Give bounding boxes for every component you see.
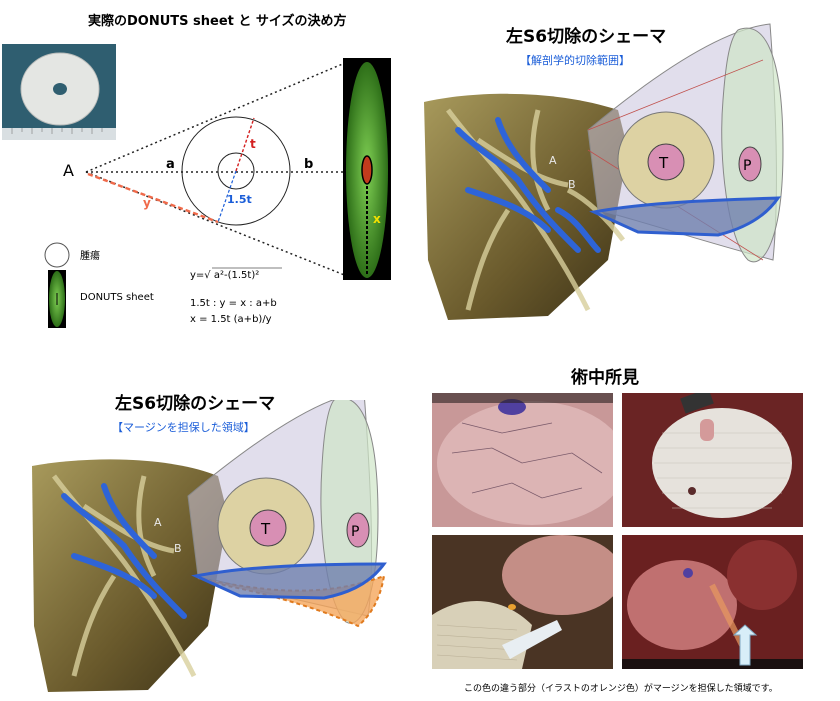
p-core — [738, 146, 762, 182]
diagram-title: 実際のDONUTS sheet と サイズの決め方 — [88, 14, 347, 29]
resection-plane — [589, 196, 781, 237]
blue-vessels — [455, 117, 601, 253]
surgery-photo-2 — [622, 393, 803, 527]
upper-ray — [85, 59, 353, 173]
label-15t: 1.5t — [227, 193, 252, 206]
label-T-bottom: T — [260, 520, 271, 538]
donut-size-diagram: A a b t 1.5t y x 腫瘍 DONUTS sheet y=√ a²-… — [44, 58, 391, 328]
schema-bottom-subtitle: 【マージンを担保した領域】 — [112, 421, 255, 434]
findings-caption: この色の違う部分（イラストのオレンジ色）がマージンを担保した領域です。 — [464, 684, 778, 694]
label-A-bottom: A — [154, 516, 162, 529]
surgery-photo-1-drawing — [432, 393, 613, 527]
surgery-photo-3-drawing — [432, 535, 613, 669]
blue-vessels-bottom — [61, 483, 187, 619]
findings-title: 術中所見 — [571, 368, 639, 388]
schema-bottom-title: 左S6切除のシェーマ — [115, 394, 276, 414]
formula-y: y=√ a²-(1.5t)² — [190, 270, 259, 281]
tumor-core — [647, 143, 685, 181]
donuts-sheet-photo — [2, 44, 116, 140]
schema-top-title: 左S6切除のシェーマ — [506, 27, 667, 47]
sheet-hole — [361, 155, 373, 185]
tumor-core-bottom — [249, 509, 287, 547]
arrow-up-icon — [732, 624, 758, 666]
label-A-top: A — [549, 154, 557, 167]
surgery-photo-2-drawing — [622, 393, 803, 527]
tumor-circle — [217, 152, 255, 190]
radius-15t-line — [217, 170, 237, 223]
p-core-bottom — [346, 512, 370, 548]
label-B-top: B — [568, 178, 576, 191]
resection-plane-bottom — [191, 562, 387, 600]
label-x: x — [373, 212, 381, 226]
surgery-photo-1 — [432, 393, 613, 527]
formula-x: x = 1.5t (a+b)/y — [190, 314, 272, 325]
schema-top-illustration: T P A B — [424, 23, 784, 320]
legend-tumor-label: 腫瘍 — [80, 249, 100, 262]
schema-top-subtitle: 【解剖学的切除範囲】 — [520, 54, 630, 67]
label-P: P — [743, 158, 751, 174]
y-line — [87, 172, 219, 224]
label-b: b — [304, 157, 313, 172]
donuts-sheet-photo-drawing — [2, 44, 116, 140]
label-a-point: A — [63, 161, 74, 180]
t-radius-line — [235, 117, 255, 172]
label-T: T — [658, 154, 669, 172]
label-B-bottom: B — [174, 542, 182, 555]
label-a: a — [166, 157, 175, 172]
schema-bottom-illustration: T P A B — [32, 400, 387, 692]
cone-line-top — [587, 59, 764, 131]
formula-ratio: 1.5t : y = x : a+b — [190, 298, 277, 309]
label-t: t — [250, 137, 256, 151]
surgery-photo-4-drawing — [622, 535, 803, 669]
label-P-bottom: P — [351, 524, 359, 540]
outer-circle — [181, 116, 291, 226]
surgery-photo-4 — [622, 535, 803, 669]
label-y: y — [143, 196, 151, 210]
legend-sheet-label: DONUTS sheet — [80, 292, 154, 303]
legend-tumor-icon — [44, 242, 70, 268]
surgery-photo-3 — [432, 535, 613, 669]
